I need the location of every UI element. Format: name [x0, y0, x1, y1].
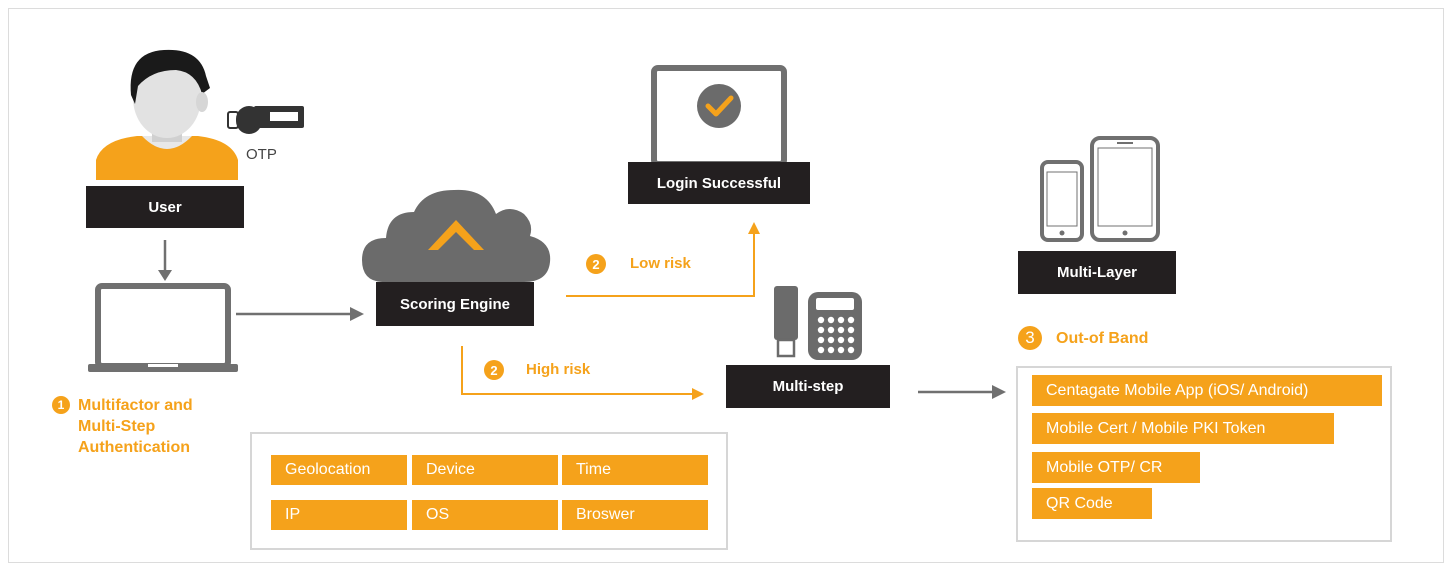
- user-icon: [96, 49, 238, 180]
- usb-token-icon: [774, 286, 798, 358]
- factor-browser: Broswer: [562, 500, 708, 530]
- low-risk-badge: 2: [586, 254, 606, 274]
- auth-laptop-icon: [88, 283, 238, 372]
- multi-step-label: Multi-step: [726, 365, 890, 408]
- auth-label-line3: Authentication: [78, 439, 190, 456]
- factor-ip: IP: [271, 500, 407, 530]
- auth-to-scoring-arrow: [236, 307, 364, 321]
- factor-os: OS: [412, 500, 558, 530]
- auth-step-badge: 1: [52, 396, 70, 414]
- oob-option-qr-code: QR Code: [1032, 488, 1152, 519]
- cloud-icon: [362, 189, 551, 282]
- high-risk-label: High risk: [526, 361, 591, 378]
- scoring-engine-label: Scoring Engine: [376, 282, 534, 326]
- oob-option-mobile-app: Centagate Mobile App (iOS/ Android): [1032, 375, 1382, 406]
- auth-label-line2: Multi-Step: [78, 418, 156, 435]
- multi-layer-label: Multi-Layer: [1018, 251, 1176, 294]
- oob-option-mobile-otp: Mobile OTP/ CR: [1032, 452, 1200, 483]
- risk-factors-panel: [250, 432, 728, 550]
- otp-label: OTP: [246, 146, 277, 163]
- multistep-to-oob-arrow: [918, 385, 1006, 399]
- login-laptop-icon: [651, 65, 787, 167]
- tablet-icon: [1090, 136, 1160, 242]
- factor-time: Time: [562, 455, 708, 485]
- phone-icon: [1040, 160, 1084, 242]
- auth-label: Multifactor and Multi-Step Authenticatio…: [78, 395, 193, 458]
- oob-option-mobile-cert: Mobile Cert / Mobile PKI Token: [1032, 413, 1334, 444]
- oob-label: Out-of Band: [1056, 330, 1149, 347]
- otp-token-icon: [227, 106, 304, 134]
- login-successful-label: Login Successful: [628, 162, 810, 204]
- high-risk-badge: 2: [484, 360, 504, 380]
- low-risk-label: Low risk: [630, 255, 691, 272]
- low-risk-arrow: [566, 222, 760, 297]
- factor-geolocation: Geolocation: [271, 455, 407, 485]
- calculator-token-icon: [808, 292, 862, 360]
- oob-step-badge: 3: [1018, 326, 1042, 350]
- user-label: User: [86, 186, 244, 228]
- high-risk-arrow: [461, 346, 704, 400]
- factor-device: Device: [412, 455, 558, 485]
- diagram-frame: [8, 8, 1444, 563]
- user-down-arrow: [158, 240, 172, 281]
- auth-label-line1: Multifactor and: [78, 397, 193, 414]
